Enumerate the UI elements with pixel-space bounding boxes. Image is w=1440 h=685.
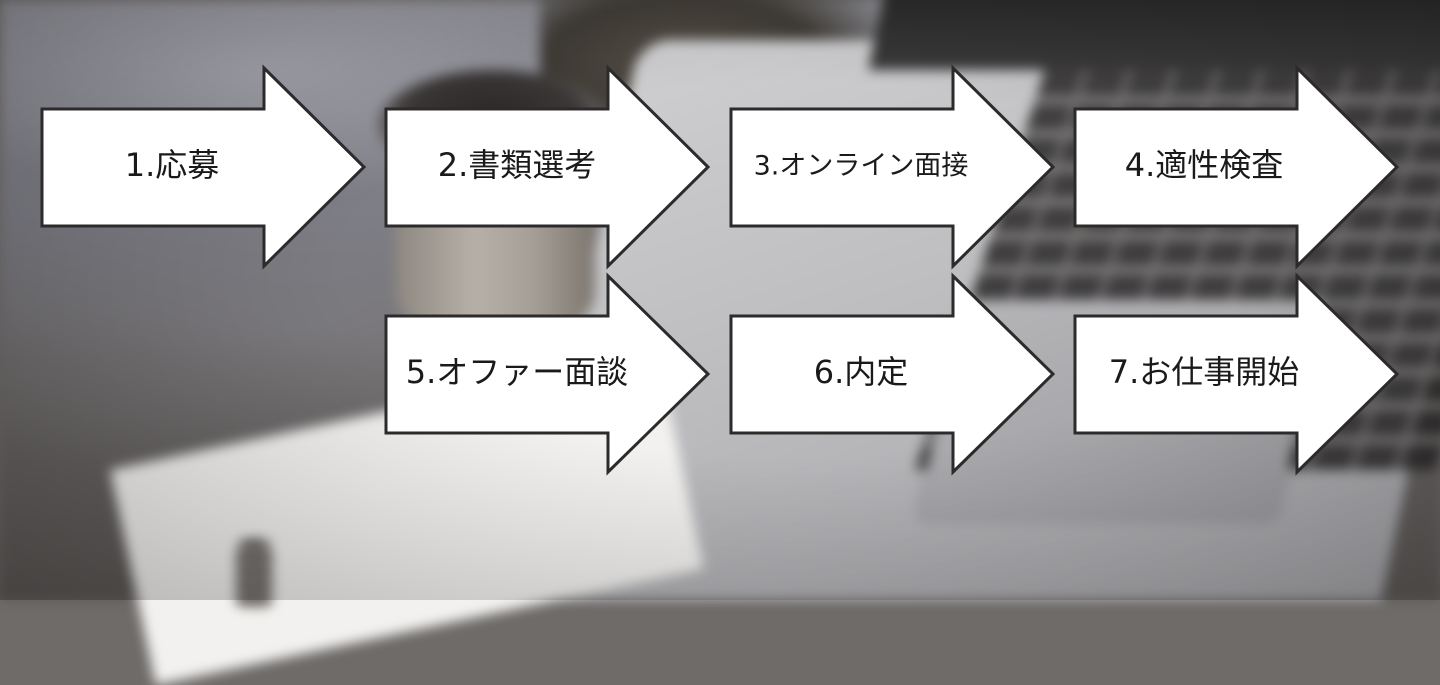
step-2-arrow: 2.書類選考	[384, 64, 711, 270]
step-6-label: 6.内定	[814, 353, 909, 391]
notebook-rings	[236, 540, 272, 610]
step-6-arrow-shape	[729, 272, 1056, 476]
step-5-arrow-shape	[384, 272, 711, 476]
step-3-arrow: 3.オンライン面接	[729, 64, 1056, 270]
step-6-arrow: 6.内定	[729, 272, 1056, 476]
step-7-label: 7.お仕事開始	[1109, 353, 1300, 391]
step-5-arrow: 5.オファー面談	[384, 272, 711, 476]
step-4-arrow-shape	[1073, 64, 1400, 270]
step-1-arrow-shape	[40, 64, 367, 270]
process-arrows: 1.応募 2.書類選考 3.オンライン面接 4.適性検査 5.オファー面談 6.…	[40, 64, 1400, 476]
step-4-arrow: 4.適性検査	[1073, 64, 1400, 270]
step-1-arrow: 1.応募	[40, 64, 367, 270]
step-4-label: 4.適性検査	[1125, 146, 1284, 184]
vignette	[0, 0, 1440, 600]
step-2-arrow-shape	[384, 64, 711, 270]
step-5-label: 5.オファー面談	[406, 353, 629, 391]
step-3-arrow-shape	[729, 64, 1056, 270]
step-3-label: 3.オンライン面接	[754, 151, 969, 182]
step-1-label: 1.応募	[125, 146, 220, 184]
step-7-arrow-shape	[1073, 272, 1400, 476]
step-7-arrow: 7.お仕事開始	[1073, 272, 1400, 476]
step-2-label: 2.書類選考	[438, 146, 597, 184]
